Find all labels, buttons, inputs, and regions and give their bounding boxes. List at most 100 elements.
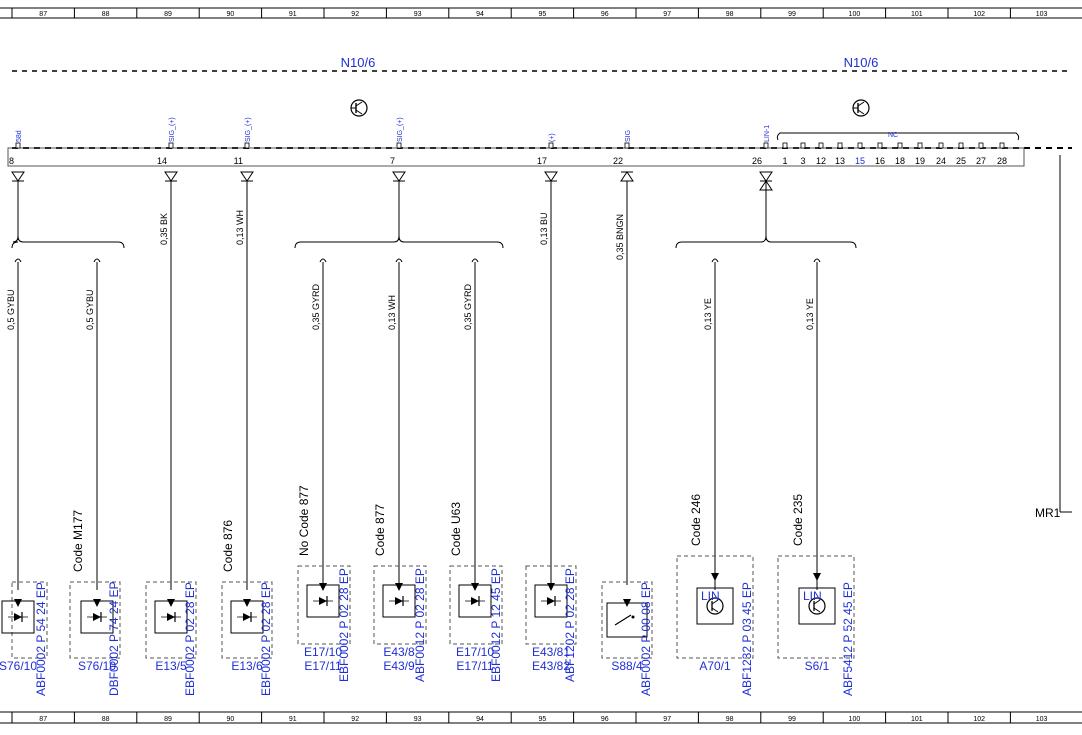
pin-mark — [15, 142, 21, 149]
ruler-column-label: 94 — [476, 11, 484, 18]
wire-break-mark — [93, 258, 101, 263]
wire-arrow-icon — [93, 599, 101, 607]
ruler-column-label: 103 — [1036, 716, 1048, 723]
led-box — [306, 584, 340, 618]
component-reference: ABF1232 P 03 45 EP — [740, 582, 754, 696]
ruler-column-label: 97 — [663, 716, 671, 723]
led-box — [230, 600, 264, 634]
component-code-label: Code 246 — [689, 494, 703, 546]
nc-pin-mark — [837, 142, 843, 149]
transistor-lead — [711, 607, 719, 613]
ground-label: MR1 — [1035, 506, 1061, 520]
component-box — [297, 565, 351, 645]
wire-break-mark — [319, 258, 327, 263]
component-label-2: E43/9 — [383, 659, 415, 673]
pin-number: 26 — [752, 156, 762, 166]
ruler-column-label: 101 — [911, 11, 923, 18]
pin-mark — [168, 142, 174, 149]
module-label-right: N10/6 — [844, 55, 879, 70]
ruler-column-label: 87 — [39, 11, 47, 18]
component-label: S76/10 — [78, 659, 116, 673]
switch-icon — [614, 614, 632, 626]
nc-pin-number: 25 — [956, 156, 966, 166]
wire-arrow-icon — [395, 583, 403, 591]
component-box — [145, 581, 197, 659]
nc-pin-number: 27 — [976, 156, 986, 166]
component-box — [11, 581, 48, 659]
transistor-lead — [813, 599, 821, 605]
nc-pin-number: 12 — [816, 156, 826, 166]
led-box — [80, 600, 114, 634]
led-box — [154, 600, 188, 634]
led-box — [458, 584, 492, 618]
transistor-lead — [711, 599, 719, 605]
pin-mark — [244, 142, 250, 149]
module-label-left: N10/6 — [341, 55, 376, 70]
nc-pin-number: 15 — [855, 156, 865, 166]
component-reference: EBF0002 P 02 28 EP — [337, 568, 351, 682]
component-label: S6/1 — [805, 659, 830, 673]
ruler-column-label: 98 — [726, 716, 734, 723]
component-label: S76/10 — [0, 659, 37, 673]
switch-box — [606, 602, 648, 638]
component-label: E43/81 — [532, 645, 570, 659]
component-box — [69, 581, 121, 659]
ic-box — [798, 587, 836, 625]
transistor-lead — [813, 607, 821, 613]
component-box — [449, 565, 503, 645]
splice-brackets — [11, 235, 857, 249]
pin-number: 22 — [613, 156, 623, 166]
component-reference: ABF0002 P 00 08 EP — [639, 582, 653, 696]
ruler-column-label: 91 — [289, 716, 297, 723]
nc-pin-number: 16 — [875, 156, 885, 166]
nc-pin-mark — [917, 142, 923, 149]
nc-pin-number: 24 — [936, 156, 946, 166]
ruler-column-label: 99 — [788, 716, 796, 723]
wire-arrow-icon — [319, 583, 327, 591]
component-reference: EBF0012 P 12 45 EP — [489, 568, 503, 682]
wire-spec-label: 0,35 BNGN — [615, 214, 625, 260]
transistor-icon — [706, 597, 724, 615]
component-label: E17/10 — [456, 645, 494, 659]
lin-label: LIN — [803, 589, 822, 603]
ruler-column-label: 96 — [601, 716, 609, 723]
ruler-column-label: 102 — [973, 11, 985, 18]
splice-bracket — [675, 235, 857, 249]
component-code-label: Code U63 — [449, 502, 463, 556]
input-arrow-icon — [620, 171, 634, 182]
output-arrow-icon — [240, 171, 254, 182]
pin-mark — [396, 142, 402, 149]
connector-pins: 858d14SIG_(+)11SIG_(+)7SIG_(+)17(+)22SIG… — [9, 117, 773, 191]
ruler-column-label: 100 — [849, 11, 861, 18]
output-arrow-icon — [11, 171, 25, 182]
ruler-column-label: 95 — [539, 716, 547, 723]
wire-break-mark — [395, 258, 403, 263]
ruler-column-label: 90 — [227, 716, 235, 723]
output-arrow-icon — [392, 171, 406, 182]
pin-number: 14 — [157, 156, 167, 166]
ruler-column-label: 87 — [39, 716, 47, 723]
component-code-label: Code M177 — [71, 510, 85, 572]
led-box — [382, 584, 416, 618]
wire-arrow-icon — [813, 573, 821, 581]
bidirectional-arrow-icon — [759, 171, 773, 182]
nc-pin-mark — [978, 142, 984, 149]
ruler-column-label: 88 — [102, 716, 110, 723]
component-label: E13/5 — [155, 659, 187, 673]
ruler-column-label: 94 — [476, 716, 484, 723]
ruler-column-label: 97 — [663, 11, 671, 18]
component-reference: ABF0012 P 02 28 EP — [413, 568, 427, 682]
pin-signal-label: SIG_(+) — [397, 117, 404, 142]
ruler-column-label: 89 — [164, 11, 172, 18]
wire-arrow-icon — [471, 583, 479, 591]
nc-pin-number: 1 — [782, 156, 787, 166]
pin-mark — [548, 142, 554, 149]
pin-signal-label: SIG_(+) — [169, 117, 176, 142]
component-box — [373, 565, 427, 645]
